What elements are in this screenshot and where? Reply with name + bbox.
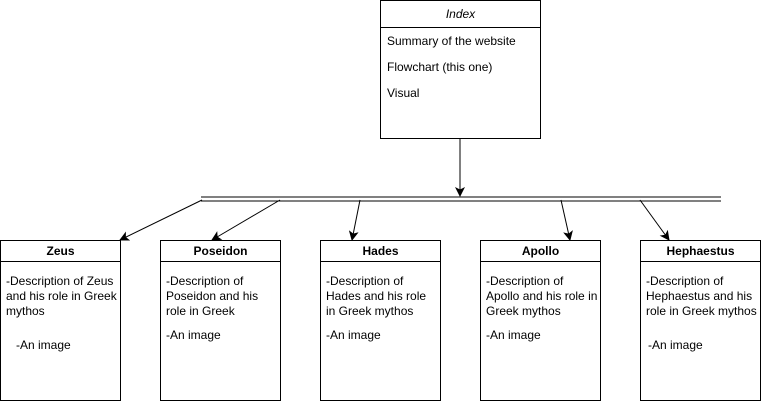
index-box: Index Summary of the website Flowchart (… (380, 0, 541, 139)
card-hades: Hades -Description of Hades and his role… (320, 240, 441, 401)
card-description: -Description of Poseidon and his role in… (166, 274, 259, 318)
card-title: Hades (321, 241, 440, 262)
card-title: Hephaestus (641, 241, 760, 262)
card-poseidon: Poseidon -Description of Poseidon and hi… (160, 240, 281, 401)
apollo-connector-arrow (560, 199, 573, 241)
zeus-connector-arrow (119, 199, 203, 241)
card-image-note: -An image (166, 328, 221, 342)
card-title: Zeus (1, 241, 120, 262)
card-hephaestus: Hephaestus -Description of Hephaestus an… (640, 240, 761, 401)
card-image-note: -An image (16, 338, 71, 352)
card-description: -Description of Apollo and his role in G… (486, 274, 598, 318)
card-description: -Description of Hephaestus and his role … (646, 274, 757, 318)
card-image-note: -An image (486, 328, 541, 342)
card-apollo: Apollo -Description of Apollo and his ro… (480, 240, 601, 401)
index-item-visual: Visual (387, 86, 420, 100)
card-description: -Description of Zeus and his role in Gre… (6, 274, 117, 318)
card-title: Apollo (481, 241, 600, 262)
index-item-summary: Summary of the website (387, 34, 516, 48)
index-item-flowchart: Flowchart (this one) (387, 60, 493, 74)
card-image-note: -An image (326, 328, 381, 342)
card-title: Poseidon (161, 241, 280, 262)
card-zeus: Zeus -Description of Zeus and his role i… (0, 240, 121, 401)
hades-connector-arrow (348, 199, 361, 241)
index-title: Index (381, 1, 540, 28)
poseidon-connector-arrow (211, 199, 281, 241)
card-image-note: -An image (648, 338, 703, 352)
card-description: -Description of Hades and his role in Gr… (326, 274, 427, 318)
hephaestus-connector-arrow (639, 199, 670, 241)
